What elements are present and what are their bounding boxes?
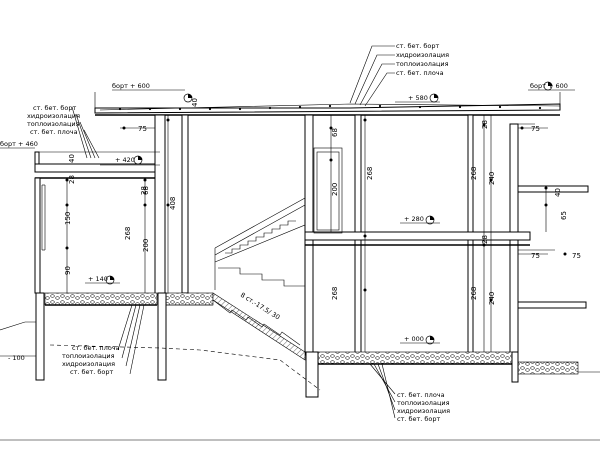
dim-28d: 28	[140, 186, 148, 195]
left-terrace-layers: ст. бет. борт хидроизолация топлоизолаци…	[27, 104, 80, 136]
dim-268e: 268	[470, 287, 478, 300]
bottom-floor-layer-1: ст. бет. плоча	[397, 391, 445, 399]
stairs: 8 ст.-17.5/ 30	[212, 197, 306, 361]
dim-75d: 75	[572, 252, 581, 260]
level-roof-right: борт + 600	[530, 82, 568, 90]
dimension-values: 40 75 68 28 75 40 28 68 408 200 268 268 …	[64, 98, 581, 305]
dimension-lines	[66, 115, 548, 352]
bottom-floor-layer-3: хидроизолация	[397, 407, 450, 415]
dim-240b: 240	[488, 292, 496, 305]
dim-68a: 68	[331, 128, 339, 137]
terrace-layer-1: ст. бет. борт	[33, 104, 77, 112]
dim-268b: 268	[470, 167, 478, 180]
level-symbols	[105, 81, 553, 345]
level-ground: + 000	[404, 335, 424, 343]
left-floor-layers: ст. бет. плоча топлоизолация хидроизолац…	[62, 344, 120, 376]
bottom-floor-layer-4: ст. бет. борт	[397, 415, 441, 423]
level-terrace: борт + 460	[0, 140, 38, 148]
dim-40c: 40	[554, 188, 562, 197]
dim-150: 150	[64, 212, 72, 225]
dim-240a: 240	[488, 172, 496, 185]
dim-75a: 75	[138, 125, 147, 133]
dim-28b: 28	[68, 175, 76, 184]
left-floor-layer-2: топлоизолация	[62, 352, 115, 360]
level-upper-floor: + 280	[404, 215, 424, 223]
dim-90: 90	[64, 266, 72, 275]
dim-268d: 268	[331, 287, 339, 300]
left-floor-layer-4: ст. бет. борт	[70, 368, 114, 376]
terrace-layer-2: хидроизолация	[27, 112, 80, 120]
roof-layer-3: топлоизолация	[396, 60, 449, 68]
roof-dots	[118, 104, 542, 111]
foundations	[35, 292, 579, 398]
dim-200a: 200	[331, 183, 339, 196]
level-left-floor: + 140	[88, 275, 108, 283]
roof-layer-4: ст. бет. плоча	[396, 69, 444, 77]
left-floor-layer-1: ст. бет. плоча	[72, 344, 120, 352]
bottom-floor-layer-2: топлоизолация	[397, 399, 450, 407]
stair-steps	[212, 220, 305, 346]
terrace-layer-3: топлоизолация	[27, 120, 80, 128]
dim-40a: 40	[191, 98, 199, 107]
dim-65: 65	[560, 211, 568, 220]
walls	[34, 114, 589, 356]
dim-268c: 268	[124, 227, 132, 240]
dim-28c: 28	[481, 235, 489, 244]
dim-75c: 75	[531, 252, 540, 260]
dim-68b: 68	[142, 186, 150, 195]
bottom-floor-layers: ст. бет. плоча топлоизолация хидроизолац…	[397, 391, 450, 423]
level-markers	[65, 118, 567, 302]
dim-28a: 28	[481, 120, 489, 129]
dim-200b: 200	[142, 239, 150, 252]
dim-408: 408	[169, 197, 177, 210]
roof	[94, 92, 561, 116]
level-roof-mid: + 580	[408, 94, 428, 102]
left-floor-layer-3: хидроизолация	[62, 360, 115, 368]
level-terrace-floor: + 420	[115, 156, 135, 164]
dim-40b: 40	[68, 154, 76, 163]
dim-75b: 75	[531, 125, 540, 133]
level-roof-left: борт + 600	[112, 82, 150, 90]
leader-lines	[0, 45, 575, 419]
level-outside: - 100	[8, 354, 25, 362]
ground	[0, 304, 600, 441]
terrace-layer-4: ст. бет. плоча	[30, 128, 78, 136]
level-labels: борт + 600 борт + 600 + 580 борт + 460 +…	[0, 82, 568, 362]
roof-layer-2: хидроизолация	[396, 51, 449, 59]
roof-layer-1: ст. бет. борт	[396, 42, 440, 50]
roof-layers: ст. бет. борт хидроизолация топлоизолаци…	[396, 42, 449, 77]
dim-268a: 268	[366, 167, 374, 180]
